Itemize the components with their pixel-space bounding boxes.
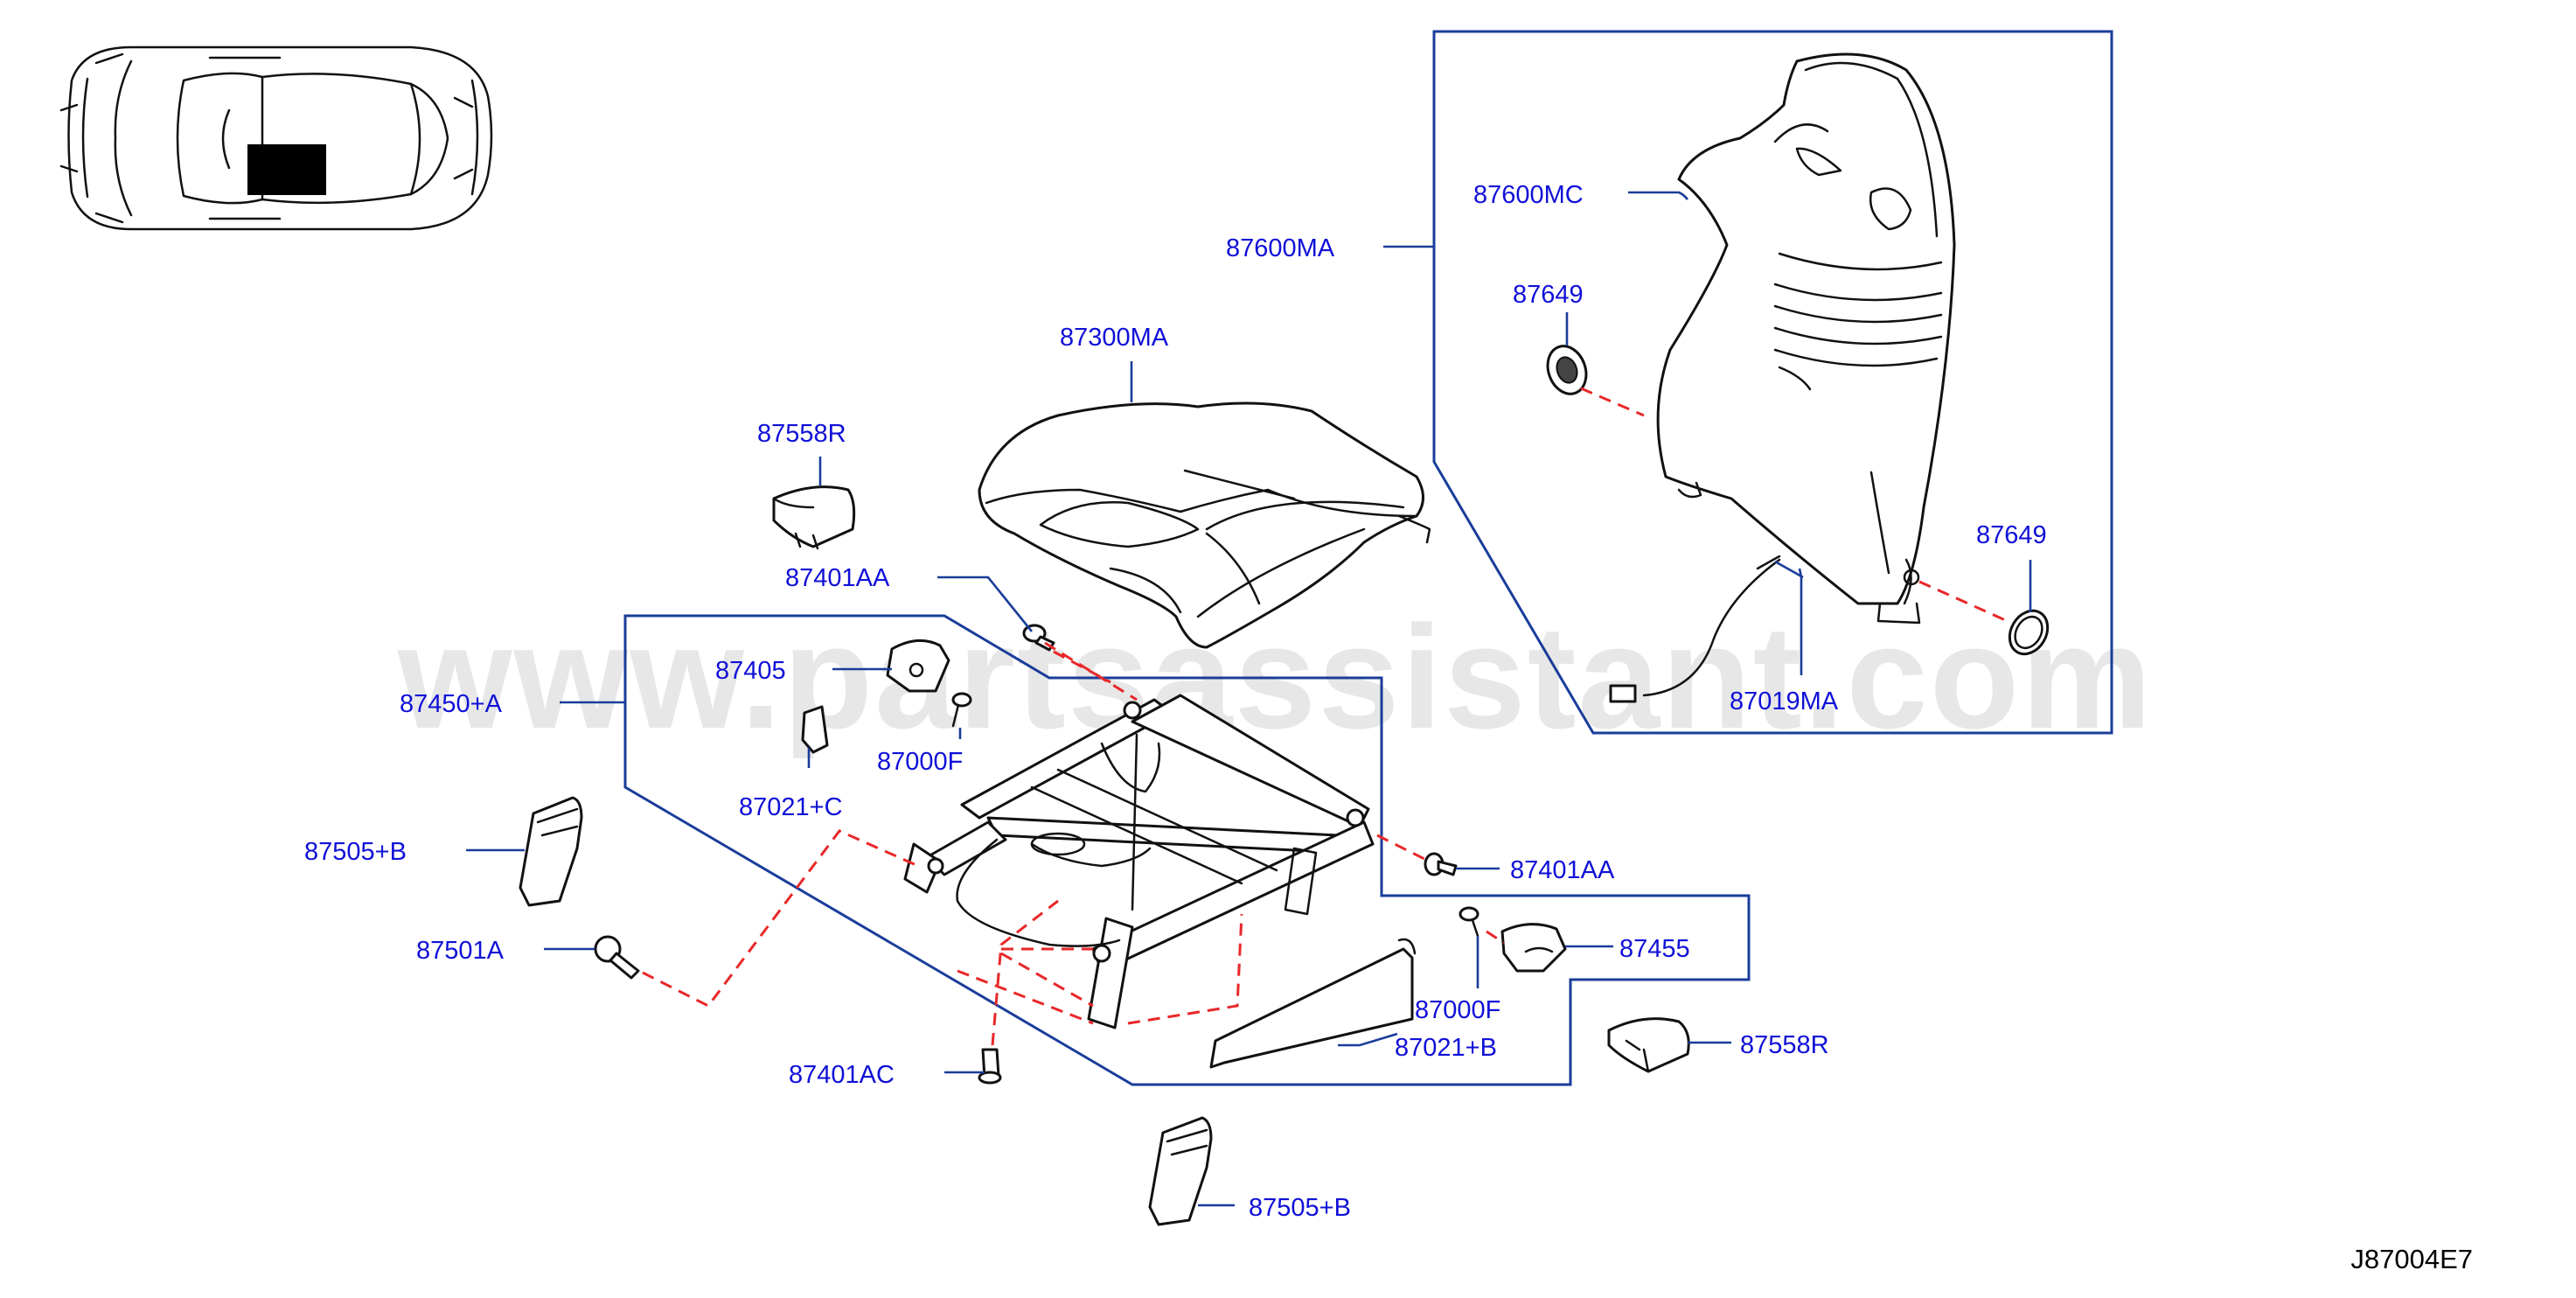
label-87401aa-upper: 87401AA	[785, 564, 890, 592]
cover-87558r-lower-icon	[1607, 1017, 1690, 1073]
label-87000f-right: 87000F	[1415, 996, 1500, 1024]
label-87558r-lower: 87558R	[1740, 1031, 1829, 1059]
side-cover-87021b-clip-icon	[1397, 938, 1417, 955]
bracket-87405-icon	[886, 639, 950, 693]
label-87019ma: 87019MA	[1730, 687, 1839, 715]
label-87455: 87455	[1619, 935, 1690, 963]
bolt-87401ac-icon	[978, 1048, 1002, 1085]
cover-87558r-upper-icon	[772, 485, 856, 550]
label-87505b-lower: 87505+B	[1249, 1194, 1351, 1222]
label-87649-lower: 87649	[1976, 521, 2047, 549]
cover-87505b-upper-icon	[519, 796, 583, 907]
screw-87000f-right-icon	[1459, 906, 1479, 938]
bolt-87401aa-right-icon	[1424, 852, 1458, 876]
harness-87019ma-icon	[1609, 555, 1781, 703]
label-87021c: 87021+C	[739, 793, 843, 821]
label-87501a: 87501A	[416, 937, 505, 965]
label-87600mc: 87600MC	[1473, 181, 1584, 209]
cap-87455-icon	[1500, 923, 1567, 973]
label-87505b-upper: 87505+B	[304, 838, 407, 866]
cover-87505b-lower-icon	[1148, 1116, 1213, 1226]
label-87401aa-right: 87401AA	[1510, 856, 1615, 884]
seat-back-icon	[1656, 52, 1956, 625]
ring-87649-lower-icon	[2008, 609, 2050, 656]
label-87300ma: 87300MA	[1060, 324, 1169, 352]
label-87405: 87405	[715, 657, 786, 685]
car-locator-icon	[59, 45, 493, 231]
label-87558r-upper: 87558R	[757, 420, 846, 448]
seatback-group-outline	[1432, 30, 2113, 735]
part-labels: 87600MA 87600MC 87649 87649 87019MA 8730…	[304, 181, 2047, 1222]
diagram-code: J87004E7	[2350, 1244, 2473, 1274]
label-87649-upper: 87649	[1513, 281, 1584, 309]
label-87600ma: 87600MA	[1226, 234, 1335, 262]
seat-location-marker	[247, 144, 326, 195]
plate-87021c-icon	[801, 705, 829, 754]
screw-87000f-left-icon	[951, 692, 972, 728]
label-87450a: 87450+A	[400, 690, 503, 718]
leader-lines	[466, 191, 2032, 1207]
side-cover-87021b-icon	[1209, 947, 1414, 1069]
bolt-87501a-icon	[594, 935, 640, 980]
seatbase-group-outline	[623, 614, 1751, 1086]
label-87401ac: 87401AC	[789, 1061, 895, 1089]
seat-frame-icon	[903, 694, 1375, 1029]
label-87021b: 87021+B	[1395, 1034, 1497, 1062]
assembly-lines	[642, 387, 2012, 1046]
label-87000f-left: 87000F	[877, 748, 963, 776]
bushing-87649-upper-icon	[1546, 345, 1588, 395]
seat-cushion-icon	[978, 401, 1431, 649]
